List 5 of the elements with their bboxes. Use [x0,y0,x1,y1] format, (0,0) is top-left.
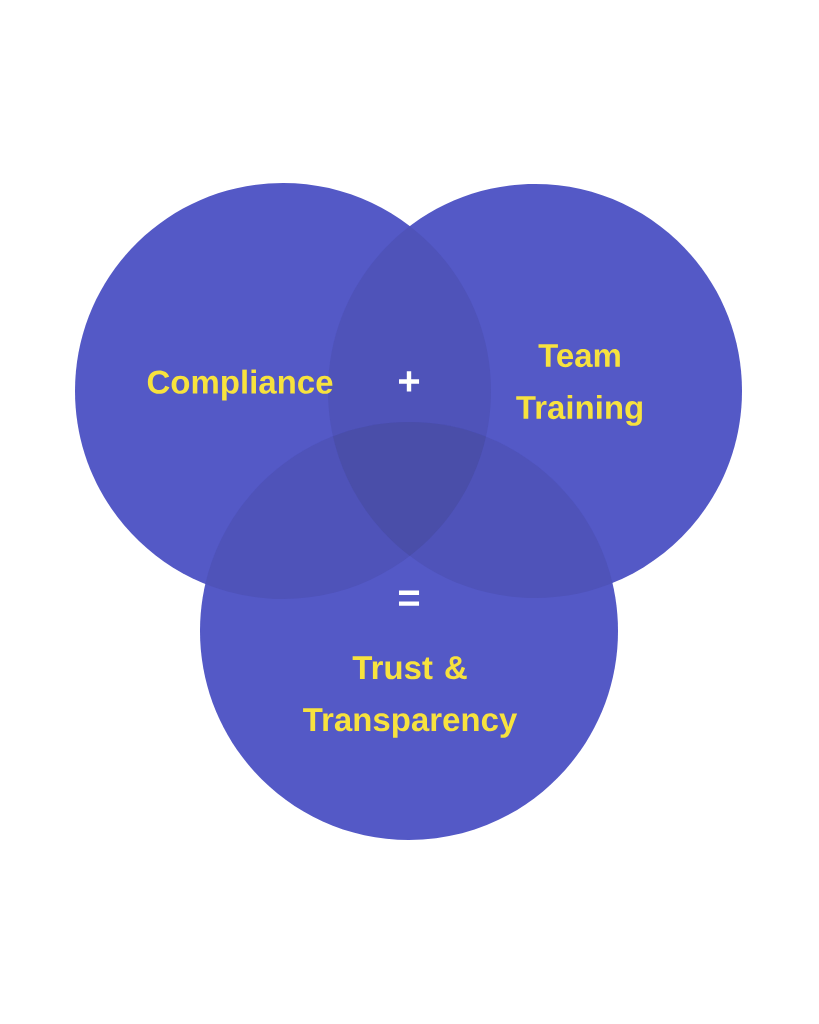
circle-label: Compliance [147,369,333,401]
circle-label: Trust & Transparency [303,656,518,738]
operator-sign: + [399,371,420,392]
operator-sign: = [399,590,420,606]
circle-label: Team Training [516,344,642,426]
